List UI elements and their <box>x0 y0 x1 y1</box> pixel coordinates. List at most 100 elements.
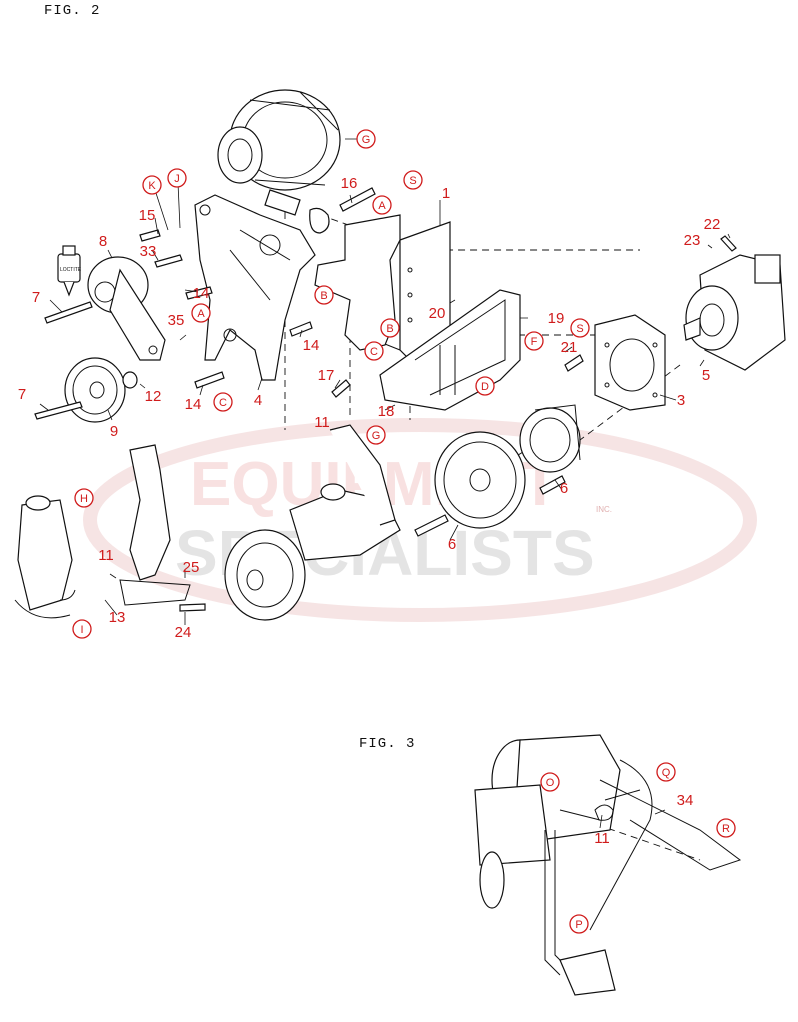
fig3-connection-callout: R <box>716 818 736 838</box>
connection-callout: F <box>524 331 544 351</box>
part-number-callout: 11 <box>98 547 114 564</box>
mounting-bracket <box>194 194 316 381</box>
connection-callout-text: C <box>219 397 227 409</box>
part-number-callout: 16 <box>341 175 358 192</box>
part-number-callout: 1 <box>442 185 450 202</box>
connection-callout-text: I <box>80 624 83 636</box>
connection-callout-ring <box>524 331 544 351</box>
connection-callout-ring <box>380 318 400 338</box>
connection-callout-ring <box>403 170 423 190</box>
part-number-callout: 15 <box>139 207 156 224</box>
connection-callout: I <box>72 619 92 639</box>
idler-pulley <box>64 357 138 423</box>
connection-callout: B <box>380 318 400 338</box>
part-number-callout: 25 <box>183 559 200 576</box>
fig3-connection-callout: O <box>540 772 560 792</box>
connection-callout: H <box>74 488 94 508</box>
connection-callout: D <box>475 376 495 396</box>
hydraulic-pump <box>683 254 786 371</box>
fig3-part-number-callout: 11 <box>594 830 610 847</box>
connection-callout-text: H <box>80 493 88 505</box>
part-number-callout: 35 <box>168 312 185 329</box>
part-number-callout: 14 <box>303 337 320 354</box>
fig2-title: FIG. 2 <box>44 3 101 19</box>
part-number-callout: 12 <box>145 388 162 405</box>
connection-callout-ring <box>167 168 187 188</box>
connection-callout-ring <box>191 303 211 323</box>
connection-callout-ring <box>475 376 495 396</box>
part-number-callout: 23 <box>684 232 701 249</box>
connection-callout: G <box>356 129 376 149</box>
part-number-callout: 22 <box>704 216 721 233</box>
connection-callout-text: S <box>576 323 583 335</box>
part-number-callout: 33 <box>140 243 157 260</box>
connection-callout-text: A <box>197 308 205 320</box>
pump-pulley <box>434 404 581 529</box>
connection-callout: S <box>403 170 423 190</box>
connection-callout: B <box>314 285 334 305</box>
connection-callout-ring <box>372 195 392 215</box>
fig3-connection-callout-ring <box>540 772 560 792</box>
loctite-label: LOCTITE <box>60 267 82 273</box>
connection-callout-text: S <box>409 175 416 187</box>
part-number-callout: 6 <box>560 480 568 497</box>
alternator <box>217 89 341 234</box>
belt-shield-plate <box>314 214 401 351</box>
connection-callout: C <box>364 341 384 361</box>
connection-callout-text: G <box>372 430 381 442</box>
power-steering-pump <box>224 424 401 621</box>
part-number-callout: 7 <box>32 289 40 306</box>
connection-callout: J <box>167 168 187 188</box>
part-number-callout: 3 <box>677 392 685 409</box>
connection-callout-text: D <box>481 381 489 393</box>
fig3-connection-callout: Q <box>656 762 676 782</box>
fig3-connection-callout-text: P <box>575 919 582 931</box>
part-number-callout: 8 <box>99 233 107 250</box>
connection-callout-ring <box>364 341 384 361</box>
fig3-part-number-callout: 34 <box>677 792 694 809</box>
connection-callout-text: C <box>370 346 378 358</box>
leader-lines <box>39 138 731 829</box>
connection-callout-text: F <box>531 336 538 348</box>
connection-callout: A <box>191 303 211 323</box>
connection-callout-ring <box>142 175 162 195</box>
fig3-connection-callout-ring <box>716 818 736 838</box>
fig3-connection-callout-ring <box>656 762 676 782</box>
connection-callout-ring <box>72 619 92 639</box>
fig3-connection-callout: P <box>569 914 589 934</box>
connection-callout: A <box>372 195 392 215</box>
part-number-callout: 4 <box>254 392 262 409</box>
fig3-connection-callout-ring <box>569 914 589 934</box>
reservoir <box>14 444 191 619</box>
connection-callout-text: A <box>378 200 386 212</box>
part-number-callout: 19 <box>548 310 565 327</box>
fig3-title: FIG. 3 <box>359 736 416 752</box>
connection-callout-text: G <box>362 134 371 146</box>
part-number-callout: 14 <box>185 396 202 413</box>
part-number-callout: 13 <box>109 609 126 626</box>
fig3-connection-callout-text: Q <box>662 767 671 779</box>
connection-callout: S <box>570 318 590 338</box>
watermark-inc: INC. <box>596 505 612 514</box>
bolts <box>34 187 737 612</box>
pump-adapter-plate <box>594 314 666 411</box>
connection-callout-text: B <box>386 323 393 335</box>
connection-callout-ring <box>314 285 334 305</box>
connection-callout: K <box>142 175 162 195</box>
part-number-callout: 18 <box>378 403 395 420</box>
part-number-callout: 24 <box>175 624 192 641</box>
fig3-assembly <box>474 734 742 996</box>
connection-callout: C <box>213 392 233 412</box>
part-number-callout: 14 <box>193 285 210 302</box>
connection-callout-text: J <box>174 173 180 185</box>
part-number-callout: 9 <box>110 423 118 440</box>
part-number-callout: 20 <box>429 305 446 322</box>
part-number-callout: 11 <box>314 414 330 431</box>
connection-callout-ring <box>213 392 233 412</box>
connection-callout-text: B <box>320 290 327 302</box>
part-number-callout: 17 <box>318 367 335 384</box>
part-number-callout: 7 <box>18 386 26 403</box>
loctite-bottle-icon: LOCTITE <box>57 245 82 297</box>
fig3-connection-callout-text: R <box>722 823 730 835</box>
